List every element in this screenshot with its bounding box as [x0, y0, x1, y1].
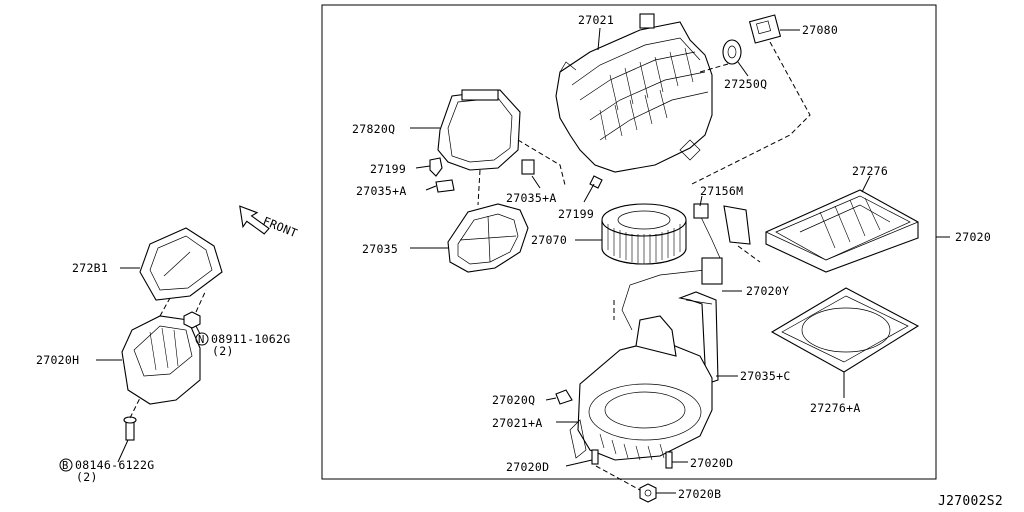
dash-27156M — [737, 245, 761, 263]
label-27276: 27276 — [852, 164, 888, 178]
label-27020D-right: 27020D — [690, 456, 733, 470]
dash-27250Q — [699, 63, 729, 73]
label-27250Q: 27250Q — [724, 77, 767, 91]
dash-27820Q — [517, 139, 566, 186]
label-27020B: 27020B — [678, 487, 721, 501]
bolt-27020B — [639, 483, 657, 503]
label-27070: 27070 — [531, 233, 567, 247]
clip-27199-left — [429, 157, 443, 177]
leader-27035A-mid — [531, 175, 541, 189]
label-27199-left: 27199 — [370, 162, 406, 176]
label-27035: 27035 — [362, 242, 398, 256]
label-27156M: 27156M — [700, 184, 743, 198]
lower-case-27021A — [569, 315, 713, 461]
label-27020Q: 27020Q — [492, 393, 535, 407]
leader-27276 — [861, 175, 871, 193]
label-27035A-mid: 27035+A — [506, 191, 557, 205]
label-nut-qty: (2) — [212, 344, 234, 358]
dash-27035 — [477, 169, 481, 206]
front-label: FRONT — [261, 214, 300, 241]
bolt-symbol-circle — [59, 458, 73, 472]
nut-08911 — [183, 311, 201, 329]
diagram-code: J27002S2 — [938, 494, 1003, 509]
label-27199-mid: 27199 — [558, 207, 594, 221]
label-bolt-part: 08146-6122G — [75, 458, 154, 472]
clip-27199-mid — [589, 175, 603, 189]
label-27021A: 27021+A — [492, 416, 543, 430]
leader-27156M — [699, 195, 703, 207]
leader-27020Q — [545, 397, 557, 401]
frame-27276A — [770, 287, 920, 373]
dash-bolt — [595, 465, 641, 491]
leader-27020D-left — [565, 459, 593, 467]
actuator-27250Q — [722, 39, 742, 65]
bracket-272B1 — [139, 227, 223, 301]
leader-27250Q — [737, 61, 749, 77]
housing-27021 — [555, 13, 713, 173]
label-27035A-left: 27035+A — [356, 184, 407, 198]
front-arrow-icon — [239, 205, 270, 235]
leader-27199-left — [415, 165, 431, 169]
label-27020D-left: 27020D — [506, 460, 549, 474]
nut-symbol-circle — [195, 332, 209, 346]
clip-27035A-mid — [521, 159, 535, 175]
dash-27080 — [689, 41, 811, 186]
leader-27199-mid — [583, 183, 595, 203]
screw-27020D-left — [591, 449, 599, 465]
bolt-08146 — [123, 416, 137, 441]
dash-left — [129, 289, 207, 419]
cover-27820Q — [437, 89, 521, 171]
leader-bolt — [117, 439, 129, 463]
filter-27035 — [447, 203, 529, 273]
harness-27156M — [621, 203, 751, 331]
label-bolt-qty: (2) — [76, 470, 98, 484]
clip-27035A-left — [435, 179, 455, 193]
housing-27020H — [121, 315, 201, 405]
leader-27035A-left — [425, 185, 437, 191]
label-27021: 27021 — [578, 13, 614, 27]
label-27035C: 27035+C — [740, 369, 791, 383]
label-272B1: 272B1 — [72, 261, 108, 275]
screw-27020D-right — [665, 451, 673, 469]
leader-27021 — [597, 27, 601, 51]
label-27080: 27080 — [802, 23, 838, 37]
label-27020H: 27020H — [36, 353, 79, 367]
label-27020: 27020 — [955, 230, 991, 244]
label-nut-part: 08911-1062G — [211, 332, 290, 346]
label-27020Y: 27020Y — [746, 284, 789, 298]
leader-nut — [195, 325, 201, 335]
nut-symbol: N — [198, 334, 205, 346]
case-27276 — [765, 189, 919, 273]
assembly-frame — [321, 4, 937, 480]
label-27276A: 27276+A — [810, 401, 861, 415]
bolt-symbol: B — [62, 460, 69, 472]
blower-motor-27070 — [601, 203, 687, 265]
label-27820Q: 27820Q — [352, 122, 395, 136]
clip-27020Q — [555, 389, 573, 405]
actuator-27080 — [748, 14, 782, 44]
